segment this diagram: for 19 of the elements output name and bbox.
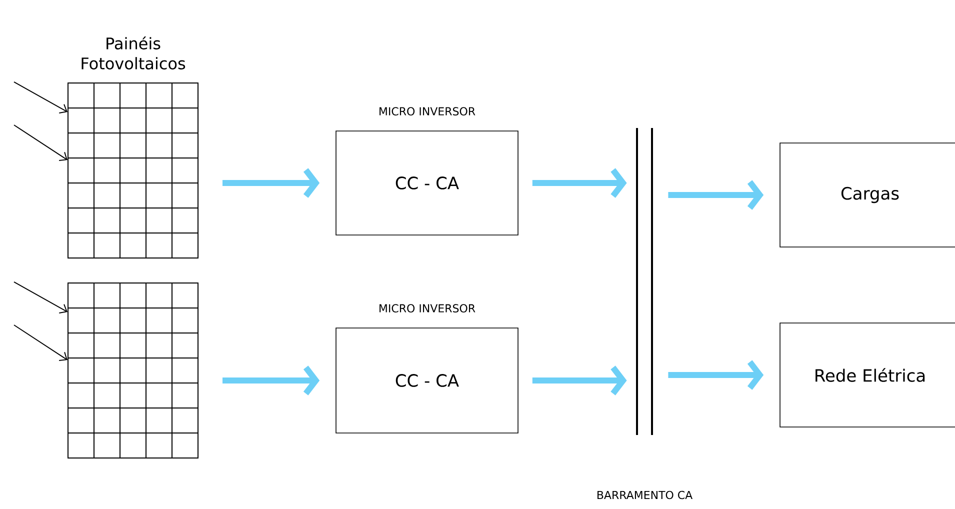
busbar-label: BARRAMENTO CA <box>598 490 692 500</box>
arrow <box>532 168 627 198</box>
ray-arrow <box>14 282 68 314</box>
ray-arrow <box>14 124 68 161</box>
arrow <box>668 180 764 210</box>
arrow <box>222 366 320 396</box>
ray-arrow <box>14 324 68 361</box>
box-heading: MICRO INVERSOR <box>380 304 476 312</box>
ray-arrow <box>14 82 68 114</box>
panel-title: Painéis Fotovoltaicos <box>82 36 186 70</box>
process-box: CC - CA <box>336 328 518 434</box>
solar-panel-drawing <box>68 282 198 458</box>
process-box: Cargas <box>780 142 955 248</box>
arrow <box>532 366 627 396</box>
arrow <box>222 168 320 198</box>
process-box: CC - CA <box>336 130 518 236</box>
arrow <box>668 360 764 390</box>
box-heading: MICRO INVERSOR <box>380 107 476 116</box>
process-box: Rede Elétrica <box>780 322 955 428</box>
